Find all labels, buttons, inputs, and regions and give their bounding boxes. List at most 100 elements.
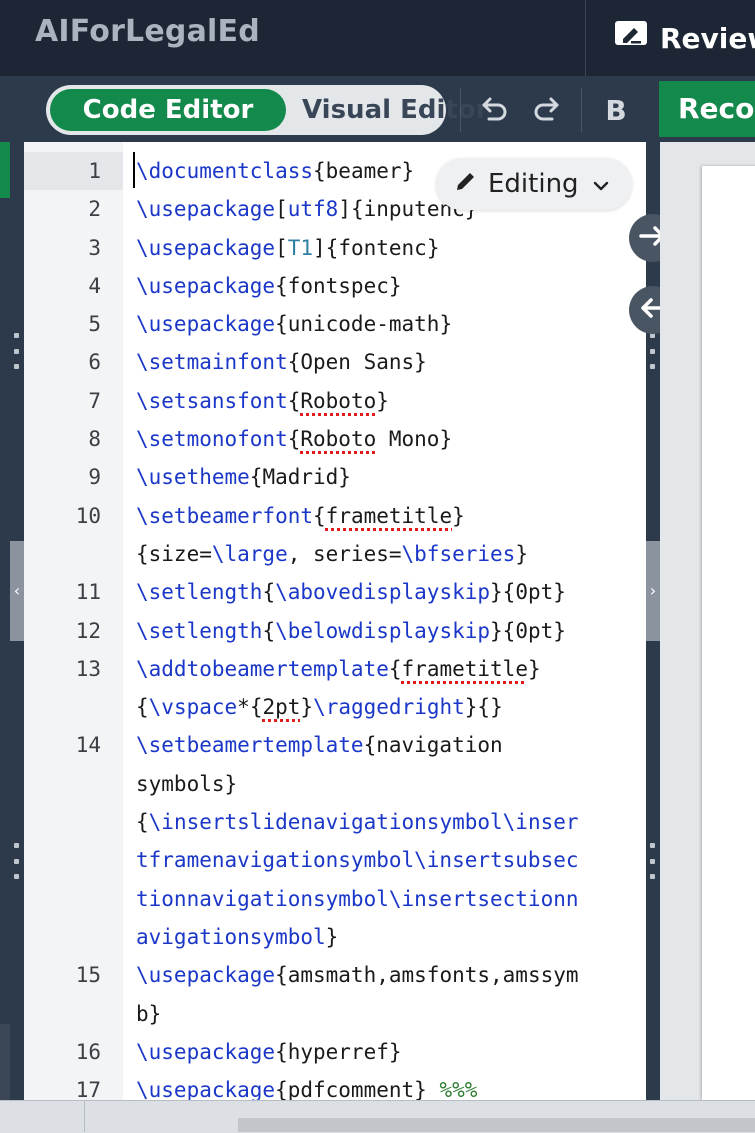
line-number: 12: [75, 618, 101, 643]
code-line[interactable]: 16 \usepackage{hyperref}: [24, 1033, 646, 1071]
code-editor[interactable]: 1 \documentclass{beamer} 2 \usepackage[u…: [24, 142, 646, 1100]
line-number: 9: [88, 465, 101, 490]
pdf-page[interactable]: [702, 166, 755, 1100]
line-number: 13: [75, 656, 101, 681]
line-number: [24, 918, 123, 956]
code-text: \setsansfont{Roboto}: [136, 388, 389, 413]
line-number: 10: [75, 503, 101, 528]
undo-button[interactable]: [477, 92, 513, 128]
top-bar: AIForLegalEd Review: [0, 0, 755, 76]
editing-mode-label: Editing: [488, 169, 579, 199]
code-line[interactable]: 5 \usepackage{unicode-math}: [24, 305, 646, 343]
code-text: {\vspace*{2pt}\raggedright}{}: [136, 695, 503, 720]
code-text: \setmainfont{Open Sans}: [136, 350, 427, 375]
code-line[interactable]: 3 \usepackage[T1]{fontenc}: [24, 229, 646, 267]
code-text: \usepackage{unicode-math}: [136, 312, 453, 337]
code-line-wrap[interactable]: {\insertslidenavigationsymbol\inser: [24, 803, 646, 841]
left-rail-active-indicator: [0, 142, 10, 198]
collapse-preview-handle[interactable]: ›: [646, 541, 660, 641]
code-text: tionnavigationsymbol\insertsectionn: [136, 886, 579, 911]
editor-toolbar: Code Editor Visual Editor B: [0, 76, 755, 142]
code-line-wrap[interactable]: tframenavigationsymbol\insertsubsec: [24, 841, 646, 879]
code-text: b}: [136, 1001, 162, 1026]
redo-icon: [532, 95, 560, 125]
toolbar-separator: [460, 88, 461, 132]
code-line-wrap[interactable]: {\vspace*{2pt}\raggedright}{}: [24, 688, 646, 726]
code-line[interactable]: 6 \setmainfont{Open Sans}: [24, 343, 646, 381]
code-text: tframenavigationsymbol\insertsubsec: [136, 848, 579, 873]
code-line[interactable]: 17 \usepackage{pdfcomment} %%%: [24, 1071, 646, 1100]
line-number: 4: [88, 273, 101, 298]
grip-icon[interactable]: [649, 843, 655, 879]
code-line[interactable]: 8 \setmonofont{Roboto Mono}: [24, 420, 646, 458]
code-line[interactable]: 2 \usepackage[utf8]{inputenc}: [24, 190, 646, 228]
code-text: {size=\large, series=\bfseries}: [136, 541, 528, 566]
grip-icon[interactable]: [13, 843, 19, 879]
code-text: \usepackage[T1]{fontenc}: [136, 235, 440, 260]
code-text: \documentclass{beamer}: [136, 159, 415, 183]
code-line[interactable]: 12 \setlength{\belowdisplayskip}{0pt}: [24, 612, 646, 650]
review-label: Review: [660, 21, 755, 55]
bold-button[interactable]: B: [605, 93, 627, 127]
code-line[interactable]: 9 \usetheme{Madrid}: [24, 458, 646, 496]
code-text: \usepackage{amsmath,amsfonts,amssym: [136, 963, 579, 988]
redo-button[interactable]: [528, 92, 564, 128]
code-line-wrap[interactable]: avigationsymbol}: [24, 918, 646, 956]
code-text: \usepackage{fontspec}: [136, 273, 402, 298]
line-number: [24, 841, 123, 879]
code-line-wrap[interactable]: tionnavigationsymbol\insertsectionn: [24, 880, 646, 918]
code-line[interactable]: 7 \setsansfont{Roboto}: [24, 382, 646, 420]
expand-file-tree-handle[interactable]: ‹: [10, 541, 24, 641]
code-line-wrap[interactable]: {size=\large, series=\bfseries}: [24, 535, 646, 573]
line-number: 7: [88, 388, 101, 413]
horizontal-scrollbar[interactable]: [238, 1118, 755, 1132]
code-editor-tab[interactable]: Code Editor: [50, 89, 286, 131]
editing-mode-dropdown[interactable]: Editing: [436, 158, 632, 210]
visual-editor-tab[interactable]: Visual Editor: [302, 95, 489, 125]
code-line[interactable]: 11 \setlength{\abovedisplayskip}{0pt}: [24, 573, 646, 611]
code-line[interactable]: 15 \usepackage{amsmath,amsfonts,amssym: [24, 956, 646, 994]
undo-icon: [481, 95, 509, 125]
line-number: [24, 765, 123, 803]
pencil-icon: [454, 169, 478, 200]
top-divider: [585, 0, 586, 76]
code-line[interactable]: 4 \usepackage{fontspec}: [24, 267, 646, 305]
code-line[interactable]: 13 \addtobeamertemplate{frametitle}: [24, 650, 646, 688]
toolbar-separator: [581, 88, 582, 132]
line-number: 17: [75, 1078, 101, 1100]
line-number: 6: [88, 350, 101, 375]
code-text: \usepackage[utf8]{inputenc}: [136, 197, 478, 222]
code-line-wrap[interactable]: symbols}: [24, 765, 646, 803]
code-text: \setbeamertemplate{navigation: [136, 733, 503, 758]
code-text: \setlength{\abovedisplayskip}{0pt}: [136, 580, 566, 605]
code-line[interactable]: 1 \documentclass{beamer}: [24, 152, 646, 190]
code-text: \usetheme{Madrid}: [136, 465, 351, 490]
line-number: 8: [88, 427, 101, 452]
bottom-separator: [84, 1100, 85, 1132]
recompile-button[interactable]: Recompile: [659, 81, 755, 137]
editor-mode-toggle: Code Editor Visual Editor: [46, 85, 488, 135]
code-text: \setmonofont{Roboto Mono}: [136, 427, 453, 452]
line-number: 11: [75, 580, 101, 605]
review-pen-icon: [614, 20, 660, 57]
code-text: \usepackage{pdfcomment} %%%: [136, 1078, 478, 1100]
line-number-gutter: [24, 142, 123, 1100]
left-rail-bottom: [0, 1024, 10, 1100]
left-rail: [0, 142, 10, 1024]
code-text: \setbeamerfont{frametitle}: [136, 503, 465, 528]
review-button[interactable]: Review: [614, 14, 755, 62]
code-line[interactable]: 10 \setbeamerfont{frametitle}: [24, 497, 646, 535]
code-text: \usepackage{hyperref}: [136, 1039, 402, 1064]
line-number: 3: [88, 235, 101, 260]
app-title[interactable]: AIForLegalEd: [35, 14, 260, 49]
text-cursor: [133, 152, 135, 188]
line-number: 1: [88, 159, 101, 183]
grip-icon[interactable]: [13, 333, 19, 369]
line-number: 5: [88, 312, 101, 337]
code-text: avigationsymbol}: [136, 924, 339, 949]
code-text: \setlength{\belowdisplayskip}{0pt}: [136, 618, 566, 643]
line-number: 16: [75, 1039, 101, 1064]
grip-icon[interactable]: [649, 333, 655, 369]
code-line[interactable]: 14 \setbeamertemplate{navigation: [24, 726, 646, 764]
code-line-wrap[interactable]: b}: [24, 995, 646, 1033]
